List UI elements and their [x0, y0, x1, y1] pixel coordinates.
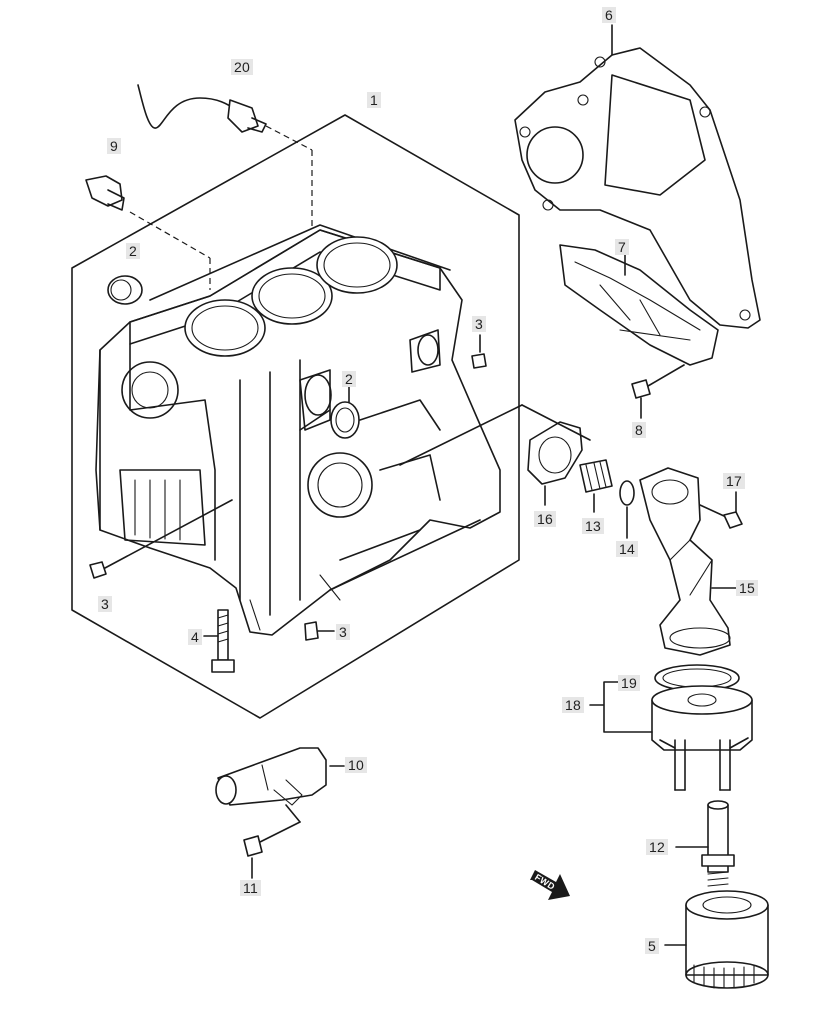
callout-10: 10 — [345, 757, 367, 773]
part-14-o-ring — [619, 480, 635, 539]
part-9-sensor — [85, 175, 211, 290]
bracket-18-19 — [589, 681, 653, 733]
callout-7: 7 — [615, 239, 629, 255]
part-7-cover — [559, 244, 719, 366]
part-10-adapter — [215, 747, 345, 806]
callout-3-left: 3 — [98, 596, 112, 612]
callout-20: 20 — [231, 59, 253, 75]
callout-9: 9 — [107, 138, 121, 154]
part-4-bolt — [203, 609, 235, 673]
part-12-connector — [675, 800, 735, 887]
part-1-frame — [71, 114, 520, 719]
callout-11: 11 — [240, 880, 261, 896]
part-19-gasket — [654, 664, 740, 692]
part-6-gasket — [514, 24, 761, 329]
part-2-plug-right — [330, 386, 360, 439]
callout-14: 14 — [616, 541, 638, 557]
part-8-bolt — [631, 364, 685, 419]
part-3-plug-top — [471, 334, 487, 369]
part-17-bolt — [699, 491, 743, 529]
callout-1: 1 — [367, 92, 381, 108]
part-13-fitting — [579, 459, 613, 513]
callout-18: 18 — [562, 697, 584, 713]
part-3-plug-bottom — [304, 621, 335, 641]
callout-19: 19 — [618, 675, 640, 691]
part-11-bolt — [243, 804, 301, 879]
callout-13: 13 — [582, 518, 604, 534]
fwd-arrow — [530, 870, 570, 900]
callout-2-right: 2 — [342, 371, 356, 387]
callout-6: 6 — [602, 7, 616, 23]
callout-15: 15 — [736, 580, 758, 596]
part-15-oil-pipe — [639, 467, 737, 656]
callout-2-left: 2 — [126, 243, 140, 259]
callout-3-top: 3 — [472, 316, 486, 332]
part-2-plug-left — [107, 275, 143, 305]
callout-12: 12 — [646, 839, 668, 855]
callout-3-bottom: 3 — [336, 624, 350, 640]
part-18-oil-cooler — [651, 685, 753, 791]
part-5-oil-filter — [664, 890, 769, 989]
callout-5: 5 — [645, 938, 659, 954]
part-3-plug-left — [89, 499, 233, 579]
callout-8: 8 — [632, 422, 646, 438]
part-16-gasket — [399, 404, 591, 506]
callout-4: 4 — [188, 629, 202, 645]
cylinder-block — [95, 224, 501, 636]
callout-16: 16 — [534, 511, 556, 527]
part-20-sensor — [137, 84, 313, 151]
callout-17: 17 — [723, 473, 745, 489]
